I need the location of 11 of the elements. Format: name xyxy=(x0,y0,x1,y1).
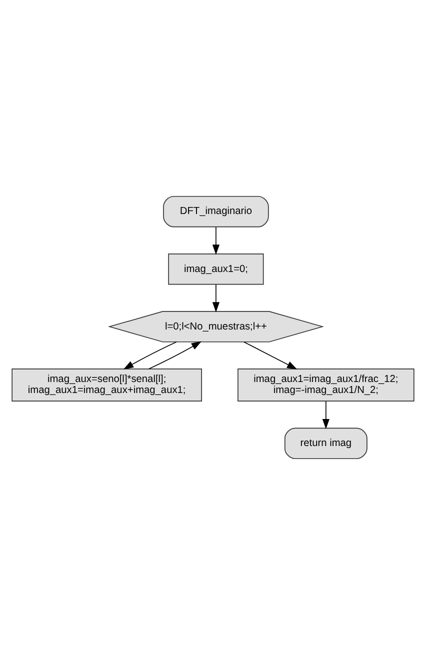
arrow xyxy=(244,341,298,369)
arrow xyxy=(212,284,220,312)
node-box: return imag xyxy=(284,427,368,459)
node-box: imag_aux1=imag_aux1/frac_12; imag=-imag_aux1/N_2; xyxy=(238,368,414,402)
arrow xyxy=(148,340,202,369)
arrow xyxy=(212,226,220,254)
node-box: imag_aux1=0; xyxy=(168,252,264,284)
arrow xyxy=(322,400,330,429)
node-box: DFT_imaginario xyxy=(163,195,269,227)
arrow xyxy=(123,341,177,369)
node-box: imag_aux=seno[l]*senal[l]; imag_aux1=imag_aux+imag_aux1; xyxy=(12,368,202,402)
